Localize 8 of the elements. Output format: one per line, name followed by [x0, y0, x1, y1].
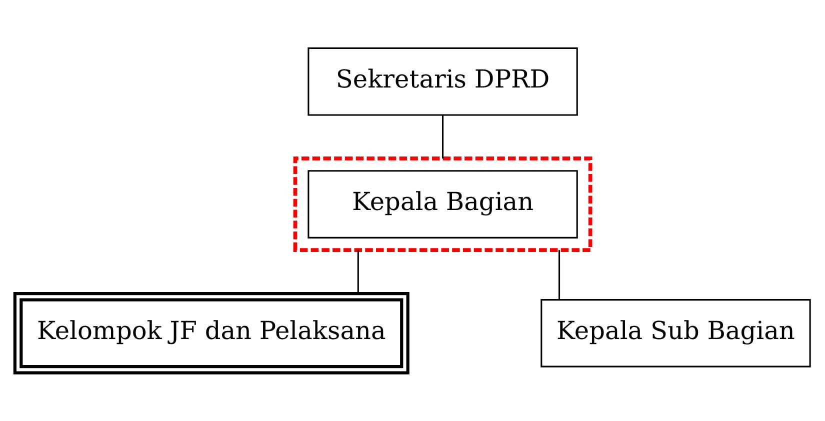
- node-box: Kepala Sub Bagian: [540, 299, 811, 368]
- node-box: Sekretaris DPRD: [308, 47, 578, 116]
- node-box: Kepala Bagian: [308, 170, 578, 238]
- connector: [357, 250, 359, 294]
- cluster: [293, 156, 592, 252]
- connector: [558, 250, 560, 300]
- connector: [442, 115, 444, 158]
- node-box: Kelompok JF dan Pelaksana: [13, 292, 410, 374]
